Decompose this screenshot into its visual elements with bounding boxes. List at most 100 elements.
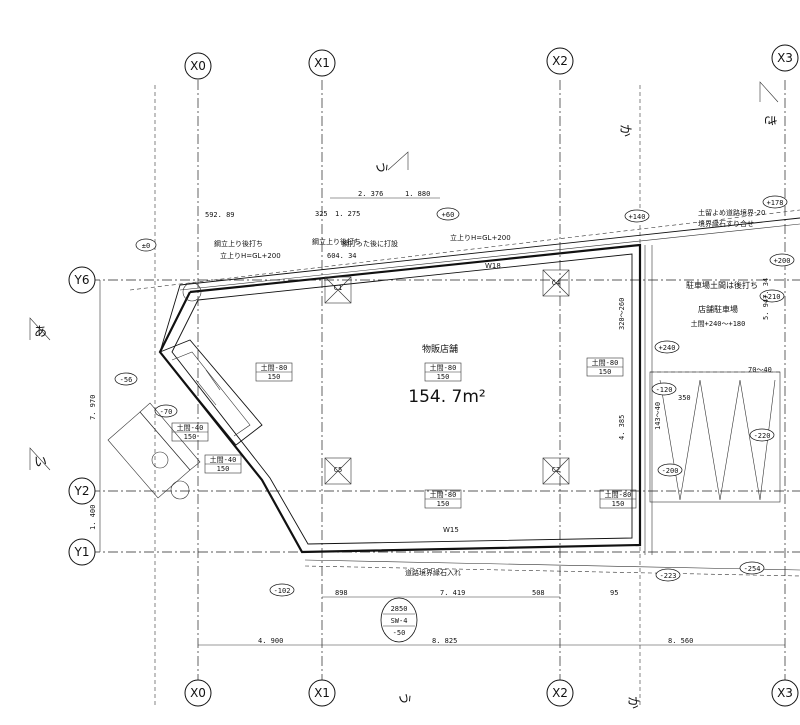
column-c5: C5 (324, 457, 352, 485)
slab-tag: 土間-80 150 (424, 489, 462, 509)
axis-bubble-y6: Y6 (68, 266, 96, 294)
svg-text:土間-80: 土間-80 (605, 490, 632, 499)
level-tag: -102 (269, 583, 295, 597)
parking-note: 駐車場土間は後打ち (686, 280, 758, 290)
svg-text:2850: 2850 (391, 605, 408, 613)
svg-text:い: い (34, 455, 47, 470)
entrance-wing (159, 339, 263, 446)
svg-text:150: 150 (268, 373, 281, 381)
corner-marker (182, 282, 202, 302)
svg-text:150: 150 (217, 465, 230, 473)
svg-text:-220: -220 (754, 432, 771, 440)
axis-bubble-x2-top: X2 (546, 47, 574, 75)
svg-text:X0: X0 (190, 59, 206, 73)
level-tag: -70 (154, 404, 178, 418)
parking-area (644, 245, 781, 555)
side-dim: 350 (678, 394, 691, 402)
road-boundary-line (129, 209, 800, 291)
note-8: 境界縁石すり合せ (698, 219, 754, 228)
section-mark-ka: か (617, 124, 632, 137)
site-boundary-top (179, 217, 800, 286)
dim-left: 7. 970 (89, 395, 97, 420)
svg-text:X0: X0 (190, 686, 206, 700)
svg-text:150: 150 (599, 368, 612, 376)
note-4: 鋼打った後に打設 (342, 239, 398, 248)
slab-tag: 土間-80 150 (255, 362, 293, 382)
svg-text:-56: -56 (120, 376, 133, 384)
svg-text:C4: C4 (552, 279, 560, 287)
note-5: 立上りH=GL+200 (450, 233, 511, 242)
svg-text:か: か (617, 124, 632, 137)
svg-text:き: き (762, 114, 777, 127)
note-10: W15 (443, 526, 459, 534)
side-dim: 143〜40 (654, 402, 662, 430)
level-tag: -200 (657, 463, 683, 477)
dim-top: 1. 275 (335, 210, 360, 218)
svg-text:か: か (625, 696, 640, 709)
slab-tag: 土間-80 150 (424, 362, 462, 382)
dim-top: 604. 34 (327, 252, 357, 260)
svg-text:X1: X1 (314, 56, 330, 70)
parking-level: 土間+240〜+180 (691, 319, 746, 328)
note-2: 立上りH=GL+200 (220, 251, 281, 260)
svg-text:-120: -120 (656, 386, 673, 394)
svg-text:Y6: Y6 (74, 273, 90, 287)
axis-bubble-x1-bottom: X1 (308, 679, 336, 707)
svg-text:う: う (396, 692, 411, 705)
room-name: 物販店舗 (422, 343, 458, 355)
slab-tag: 土間-40 150 (204, 454, 242, 474)
side-dim: 5. 947. 34 (762, 278, 770, 320)
section-mark-ki: き (759, 81, 779, 127)
svg-text:C5: C5 (334, 466, 342, 474)
svg-text:土間-80: 土間-80 (430, 490, 457, 499)
section-mark-u-bottom: う (396, 692, 411, 705)
column-c4: C4 (542, 269, 570, 297)
svg-text:SW-4: SW-4 (391, 617, 408, 625)
dim-left: 1. 400 (89, 505, 97, 530)
section-mark-i: い (29, 447, 51, 471)
site-boundary-top-inner (179, 223, 800, 291)
svg-text:+60: +60 (442, 211, 455, 219)
axis-bubble-x2-bottom: X2 (546, 679, 574, 707)
section-mark-a: あ (29, 317, 51, 341)
dim-top: 325 (315, 210, 328, 218)
axis-bubble-x1-top: X1 (308, 49, 336, 77)
dim-top: 2. 376 (358, 190, 383, 198)
column-c1: C1 (324, 276, 352, 304)
svg-text:土間-80: 土間-80 (261, 363, 288, 372)
dim-top: 1. 880 (405, 190, 430, 198)
dim-inner: 95 (610, 589, 618, 597)
svg-text:-223: -223 (660, 572, 677, 580)
level-tag: ±0 (135, 238, 157, 252)
svg-text:-102: -102 (274, 587, 291, 595)
svg-text:C1: C1 (334, 284, 342, 292)
note-1: 鋼立上り後打ち (214, 239, 263, 248)
site-boundary-left (159, 284, 181, 353)
svg-text:150: 150 (612, 500, 625, 508)
level-tag: +140 (624, 209, 650, 223)
axis-bubble-y1: Y1 (68, 538, 96, 566)
sign-stamp: 2850 SW-4 -50 (380, 597, 418, 643)
dim-top: 592. 89 (205, 211, 235, 219)
svg-text:150: 150 (437, 500, 450, 508)
axis-bubble-x0-bottom: X0 (184, 679, 212, 707)
svg-text:+178: +178 (767, 199, 784, 207)
svg-text:+240: +240 (659, 344, 676, 352)
svg-text:X2: X2 (552, 54, 568, 68)
dim-inner: 508 (532, 589, 545, 597)
entry-detail (107, 402, 201, 500)
axis-bubble-x3-top: X3 (771, 44, 799, 72)
level-tag: -223 (655, 568, 681, 582)
section-mark-ka-bottom: か (625, 696, 640, 709)
svg-text:土間-40: 土間-40 (210, 455, 237, 464)
svg-text:X3: X3 (777, 51, 793, 65)
slab-tag: 土間-80 150 (586, 357, 624, 377)
dim-bottom: 8. 825 (432, 637, 457, 645)
level-tag: +240 (654, 340, 680, 354)
level-tag: -254 (739, 561, 765, 575)
svg-text:Y2: Y2 (74, 484, 90, 498)
svg-text:+210: +210 (764, 293, 781, 301)
dim-inner: 7. 419 (440, 589, 465, 597)
level-tag: +60 (436, 207, 460, 221)
svg-text:X2: X2 (552, 686, 568, 700)
